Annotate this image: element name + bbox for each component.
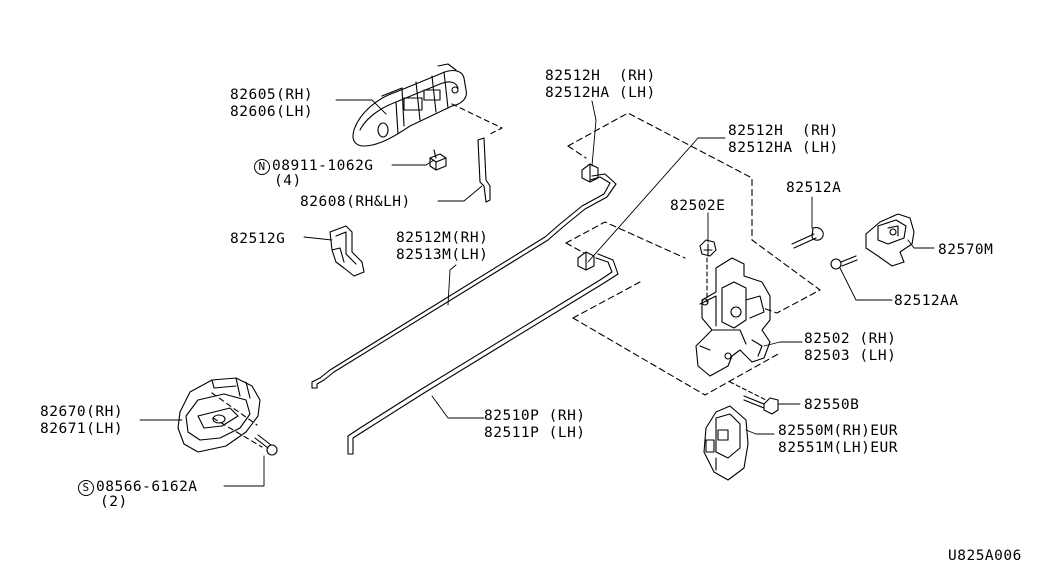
label-82512H-top: 82512H (RH) — [545, 68, 656, 84]
rod-82510P — [347, 253, 619, 455]
screw-08566 — [254, 434, 278, 456]
label-82608: 82608(RH&LH) — [300, 194, 411, 210]
dashed-outline-upper — [567, 112, 821, 314]
circled-n-icon: N — [254, 159, 270, 175]
label-82512AA: 82512AA — [894, 293, 959, 309]
label-82511P: 82511P (LH) — [484, 425, 586, 441]
label-82502: 82502 (RH) — [804, 331, 897, 347]
bolt-82550B — [743, 395, 779, 415]
rod-82608 — [477, 137, 491, 203]
dashed-screw-guides — [706, 257, 767, 401]
rod-82512M — [311, 173, 617, 389]
label-82550B: 82550B — [804, 397, 860, 413]
label-82671: 82671(LH) — [40, 421, 124, 437]
diagram-code: U825A006 — [948, 548, 1022, 564]
label-08911-number: 08911-1062G — [272, 158, 374, 174]
screw-82512A — [791, 227, 824, 249]
label-82513M: 82513M(LH) — [396, 247, 489, 263]
label-82510P: 82510P (RH) — [484, 408, 586, 424]
dashed-outline-handle — [211, 103, 503, 448]
nut-08911 — [429, 149, 447, 171]
label-82512M: 82512M(RH) — [396, 230, 489, 246]
label-08566-qty: (2) — [100, 494, 128, 510]
label-08566-number: 08566-6162A — [96, 479, 198, 495]
label-08911-qty: (4) — [274, 173, 302, 189]
leader-lines — [139, 99, 935, 487]
label-82570M: 82570M — [938, 242, 994, 258]
circled-s-icon: S — [78, 480, 94, 496]
rod-clip-lower — [577, 251, 595, 271]
screw-82512AA — [830, 255, 858, 270]
label-82512G: 82512G — [230, 231, 286, 247]
clip-82512G — [329, 225, 365, 277]
label-82512HA-mid: 82512HA (LH) — [728, 140, 839, 156]
label-82502E: 82502E — [670, 198, 726, 214]
door-lock-82502 — [695, 257, 771, 377]
actuator-82550M — [703, 405, 749, 481]
label-82512A: 82512A — [786, 180, 842, 196]
dashed-outline-lower — [565, 221, 781, 396]
label-82550M: 82550M(RH)EUR — [778, 423, 898, 439]
rod-clip-upper — [581, 163, 599, 183]
outside-handle-82605 — [353, 64, 466, 146]
grommet-82502E — [699, 239, 717, 257]
label-82503: 82503 (LH) — [804, 348, 897, 364]
label-82605: 82605(RH) — [230, 87, 314, 103]
label-82512H-mid: 82512H (RH) — [728, 123, 839, 139]
label-82606: 82606(LH) — [230, 104, 314, 120]
label-82670: 82670(RH) — [40, 404, 124, 420]
label-82551M: 82551M(LH)EUR — [778, 440, 898, 456]
striker-82570M — [865, 213, 915, 267]
inside-handle-82670 — [177, 377, 261, 453]
label-82512HA-top: 82512HA (LH) — [545, 85, 656, 101]
